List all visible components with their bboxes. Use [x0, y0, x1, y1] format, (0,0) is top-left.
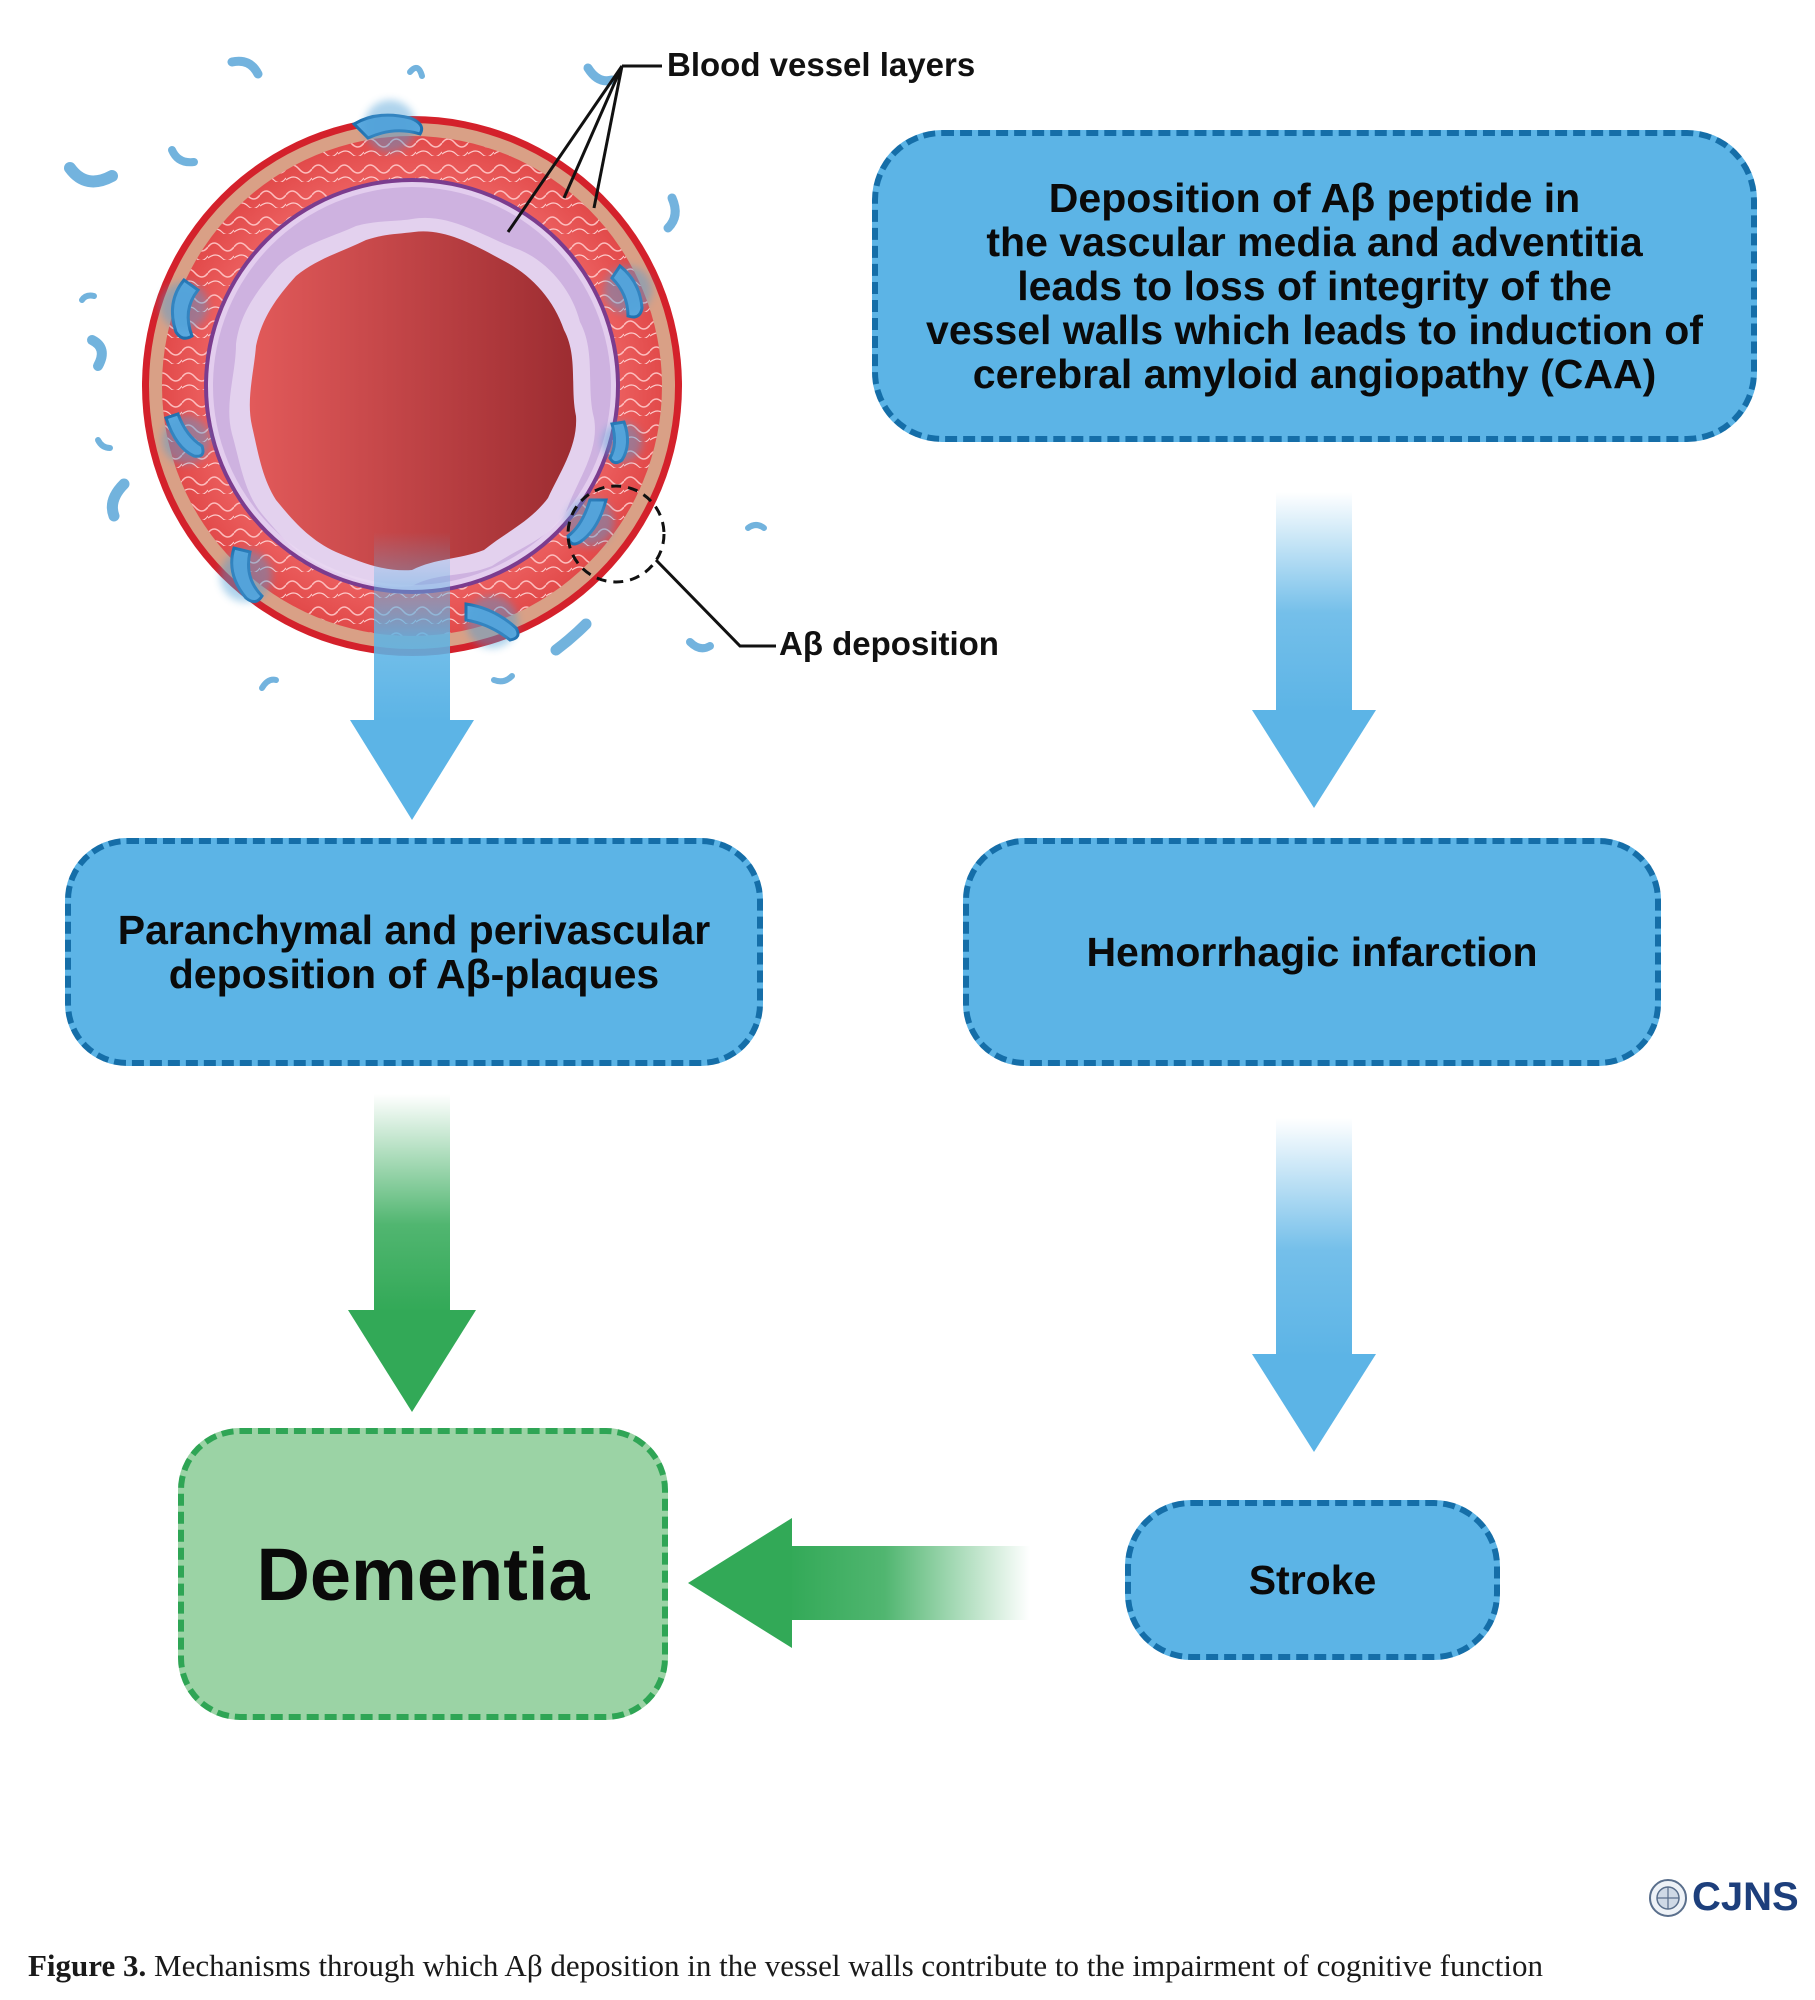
caa-text: Deposition of Aβ peptide in the vascular… — [926, 176, 1703, 396]
caa-box: Deposition of Aβ peptide in the vascular… — [872, 130, 1757, 442]
caa-line: Deposition of Aβ peptide in — [1048, 175, 1581, 221]
ab-deposition-label: Aβ deposition — [779, 625, 999, 662]
arrow-hemorrhagic-to-stroke — [1252, 1118, 1376, 1452]
hemorrhagic-infarction-label: Hemorrhagic infarction — [1086, 928, 1538, 975]
arrow-vessel-to-plaques — [350, 532, 474, 820]
plaques-box: Paranchymal and perivascular deposition … — [65, 838, 763, 1066]
stroke-label: Stroke — [1248, 1556, 1377, 1603]
cjns-logo-text: CJNS — [1692, 1875, 1799, 1919]
blood-vessel-illustration — [64, 56, 776, 691]
stroke-box: Stroke — [1125, 1500, 1500, 1660]
plaques-line: Paranchymal and perivascular — [117, 907, 711, 953]
caa-line: the vascular media and adventitia — [986, 219, 1643, 265]
blood-vessel-layers-label: Blood vessel layers — [667, 46, 976, 83]
globe-icon — [1649, 1878, 1687, 1917]
caption-text: Mechanisms through which Aβ deposition i… — [154, 1948, 1543, 1983]
plaques-line: deposition of Aβ-plaques — [168, 951, 660, 997]
arrow-plaques-to-dementia — [348, 1094, 476, 1412]
figure-label: Figure 3. — [28, 1948, 147, 1983]
dementia-box: Dementia — [178, 1428, 668, 1720]
hemorrhagic-infarction-box: Hemorrhagic infarction — [963, 838, 1661, 1066]
figure-caption: Figure 3. Mechanisms through which Aβ de… — [28, 1948, 1798, 1984]
caa-line: vessel walls which leads to induction of — [926, 307, 1703, 353]
plaques-text: Paranchymal and perivascular deposition … — [118, 908, 711, 996]
caa-line: leads to loss of integrity of the — [1017, 263, 1612, 309]
dementia-label: Dementia — [256, 1532, 590, 1616]
caa-line: cerebral amyloid angiopathy (CAA) — [972, 351, 1657, 397]
arrow-caa-to-hemorrhagic — [1252, 492, 1376, 808]
cjns-logo: CJNS — [1648, 1875, 1799, 1920]
arrow-stroke-to-dementia — [688, 1518, 1030, 1648]
